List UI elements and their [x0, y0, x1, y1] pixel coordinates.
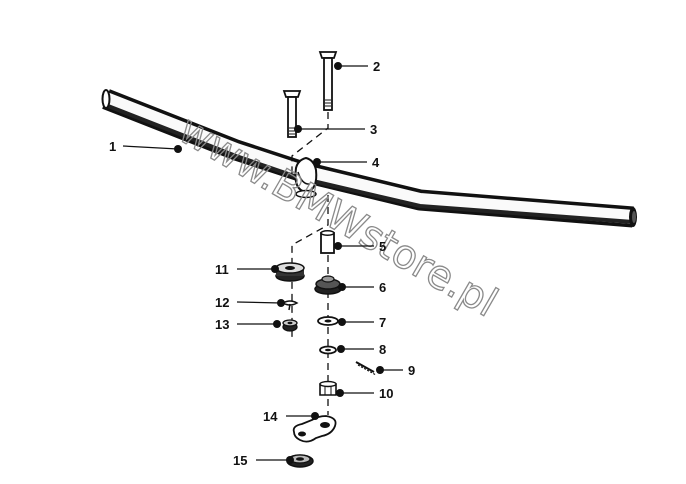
callout-label: 1 [109, 139, 116, 154]
washer [317, 316, 339, 326]
castle-nut [319, 380, 337, 396]
callout-12: 12 [215, 295, 285, 310]
callout-dot [286, 456, 294, 464]
callout-15: 15 [233, 453, 294, 468]
callout-dot [334, 62, 342, 70]
callout-dot [334, 242, 342, 250]
callout-label: 2 [373, 59, 380, 74]
clip [281, 300, 299, 311]
callout-label: 10 [379, 386, 393, 401]
callout-9: 9 [376, 363, 415, 378]
clamp [294, 156, 318, 199]
handlebar-left-end [101, 89, 111, 109]
callout-dot [277, 299, 285, 307]
callout-3: 3 [294, 122, 377, 137]
callout-label: 6 [379, 280, 386, 295]
callout-label: 9 [408, 363, 415, 378]
callout-label: 3 [370, 122, 377, 137]
callout-10: 10 [336, 386, 393, 401]
callout-dot [174, 145, 182, 153]
callout-label: 4 [372, 155, 380, 170]
callout-7: 7 [338, 315, 386, 330]
callout-13: 13 [215, 317, 281, 332]
callout-dot [376, 366, 384, 374]
callout-8: 8 [337, 342, 386, 357]
callout-label: 11 [215, 262, 229, 277]
callout-dot [313, 158, 321, 166]
callout-dot [271, 265, 279, 273]
callout-label: 5 [379, 239, 386, 254]
callout-label: 12 [215, 295, 229, 310]
callout-11: 11 [215, 262, 279, 277]
callout-label: 8 [379, 342, 386, 357]
callout-14: 14 [263, 409, 319, 424]
callout-label: 13 [215, 317, 229, 332]
callout-1: 1 [109, 139, 182, 154]
split-pin [355, 361, 377, 376]
t-bolt-long [318, 51, 338, 111]
spacer-sleeve [320, 230, 335, 254]
callout-dot [311, 412, 319, 420]
handlebar [101, 89, 637, 228]
rubber-mount [314, 275, 342, 295]
rubber-bush [275, 262, 305, 282]
callout-label: 7 [379, 315, 386, 330]
callout-label: 15 [233, 453, 247, 468]
callout-dot [336, 389, 344, 397]
callout-4: 4 [313, 155, 380, 170]
bracket-plate [292, 415, 337, 443]
small-bush [282, 319, 298, 332]
callout-2: 2 [334, 59, 380, 74]
callout-dot [273, 320, 281, 328]
callout-label: 14 [263, 409, 278, 424]
callout-dot [294, 125, 302, 133]
callout-dot [338, 283, 346, 291]
callout-dot [338, 318, 346, 326]
callout-5: 5 [334, 239, 386, 254]
lock-washer [319, 345, 337, 355]
t-bolt-short [282, 90, 302, 138]
watermark: www.BMWstore.pl [171, 107, 505, 326]
callout-dot [337, 345, 345, 353]
callout-6: 6 [338, 280, 386, 295]
